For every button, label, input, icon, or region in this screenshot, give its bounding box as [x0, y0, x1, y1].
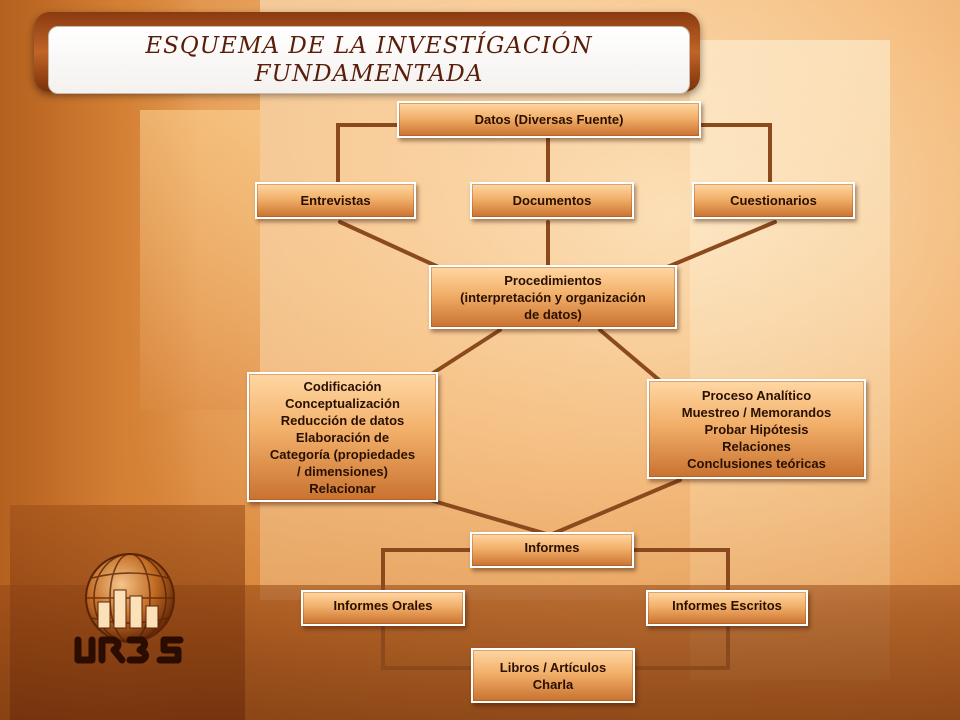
node-libros-line: Charla	[532, 676, 574, 692]
node-codificacion-line: Elaboración de	[295, 429, 390, 445]
connector-procedimientos-proceso	[598, 328, 667, 387]
globe-logo-icon	[74, 553, 184, 664]
node-codificacion-line: Relacionar	[309, 480, 376, 496]
node-procedimientos-line: de datos)	[524, 306, 582, 322]
connector-informes-escritos	[630, 548, 730, 594]
background-panel	[140, 110, 260, 410]
connector-entrevistas-procedimientos	[338, 220, 447, 272]
node-proceso-line: Muestreo / Memorandos	[681, 404, 832, 420]
connector-escritos-libros	[634, 626, 730, 670]
node-datos-label: Datos (Diversas Fuente)	[474, 112, 624, 127]
node-proceso-line: Conclusiones teóricas	[687, 455, 826, 471]
node-codificacion-line: Conceptualización	[285, 395, 400, 411]
connector-codificacion-informes	[428, 498, 552, 537]
node-cuestionarios-label: Cuestionarios	[730, 193, 817, 208]
connector-datos-cuestionarios	[698, 123, 772, 187]
node-libros: Libros / Artículos Charla	[471, 648, 635, 703]
node-datos: Datos (Diversas Fuente)	[397, 101, 701, 138]
node-procedimientos-line: (interpretación y organización	[460, 289, 646, 305]
node-documentos: Documentos	[470, 182, 634, 219]
node-informes-escritos-label: Informes Escritos	[672, 598, 782, 613]
connector-procedimientos-codificacion	[428, 328, 502, 377]
node-procedimientos-line: Procedimientos	[504, 272, 602, 288]
title-line-2: FUNDAMENTADA	[254, 61, 484, 87]
node-informes-label: Informes	[524, 540, 580, 555]
node-proceso-line: Probar Hipótesis	[704, 421, 809, 437]
node-informes-orales: Informes Orales	[301, 590, 465, 626]
connector-datos-entrevistas	[336, 123, 400, 187]
node-informes: Informes	[470, 532, 634, 568]
node-informes-orales-label: Informes Orales	[333, 598, 433, 613]
connector-orales-libros	[381, 626, 472, 670]
node-entrevistas: Entrevistas	[255, 182, 416, 219]
connector-cuestionarios-procedimientos	[663, 220, 777, 270]
node-informes-escritos: Informes Escritos	[646, 590, 808, 626]
node-codificacion-line: / dimensiones)	[296, 463, 388, 479]
node-procedimientos: Procedimientos (interpretación y organiz…	[429, 265, 677, 329]
node-libros-line: Libros / Artículos	[499, 659, 607, 675]
connector-proceso-informes	[548, 478, 682, 537]
title-line-1: ESQUEMA DE LA INVESTÍGACIÓN	[145, 33, 593, 59]
node-codificacion-line: Categoría (propiedades	[269, 446, 416, 462]
node-cuestionarios: Cuestionarios	[692, 182, 855, 219]
background-panel	[690, 40, 890, 680]
node-entrevistas-label: Entrevistas	[300, 193, 371, 208]
node-proceso-line: Proceso Analítico	[701, 387, 812, 403]
node-proceso-line: Relaciones	[722, 438, 791, 454]
node-codificacion: Codificación Conceptualización Reducción…	[247, 372, 438, 502]
node-codificacion-line: Reducción de datos	[280, 412, 405, 428]
connector-informes-orales	[381, 548, 472, 594]
node-proceso-analitico: Proceso Analítico Muestreo / Memorandos …	[647, 379, 866, 479]
page-title: ESQUEMA DE LA INVESTÍGACIÓN FUNDAMENTADA	[48, 26, 690, 94]
node-documentos-label: Documentos	[512, 193, 592, 208]
node-codificacion-line: Codificación	[303, 378, 382, 394]
